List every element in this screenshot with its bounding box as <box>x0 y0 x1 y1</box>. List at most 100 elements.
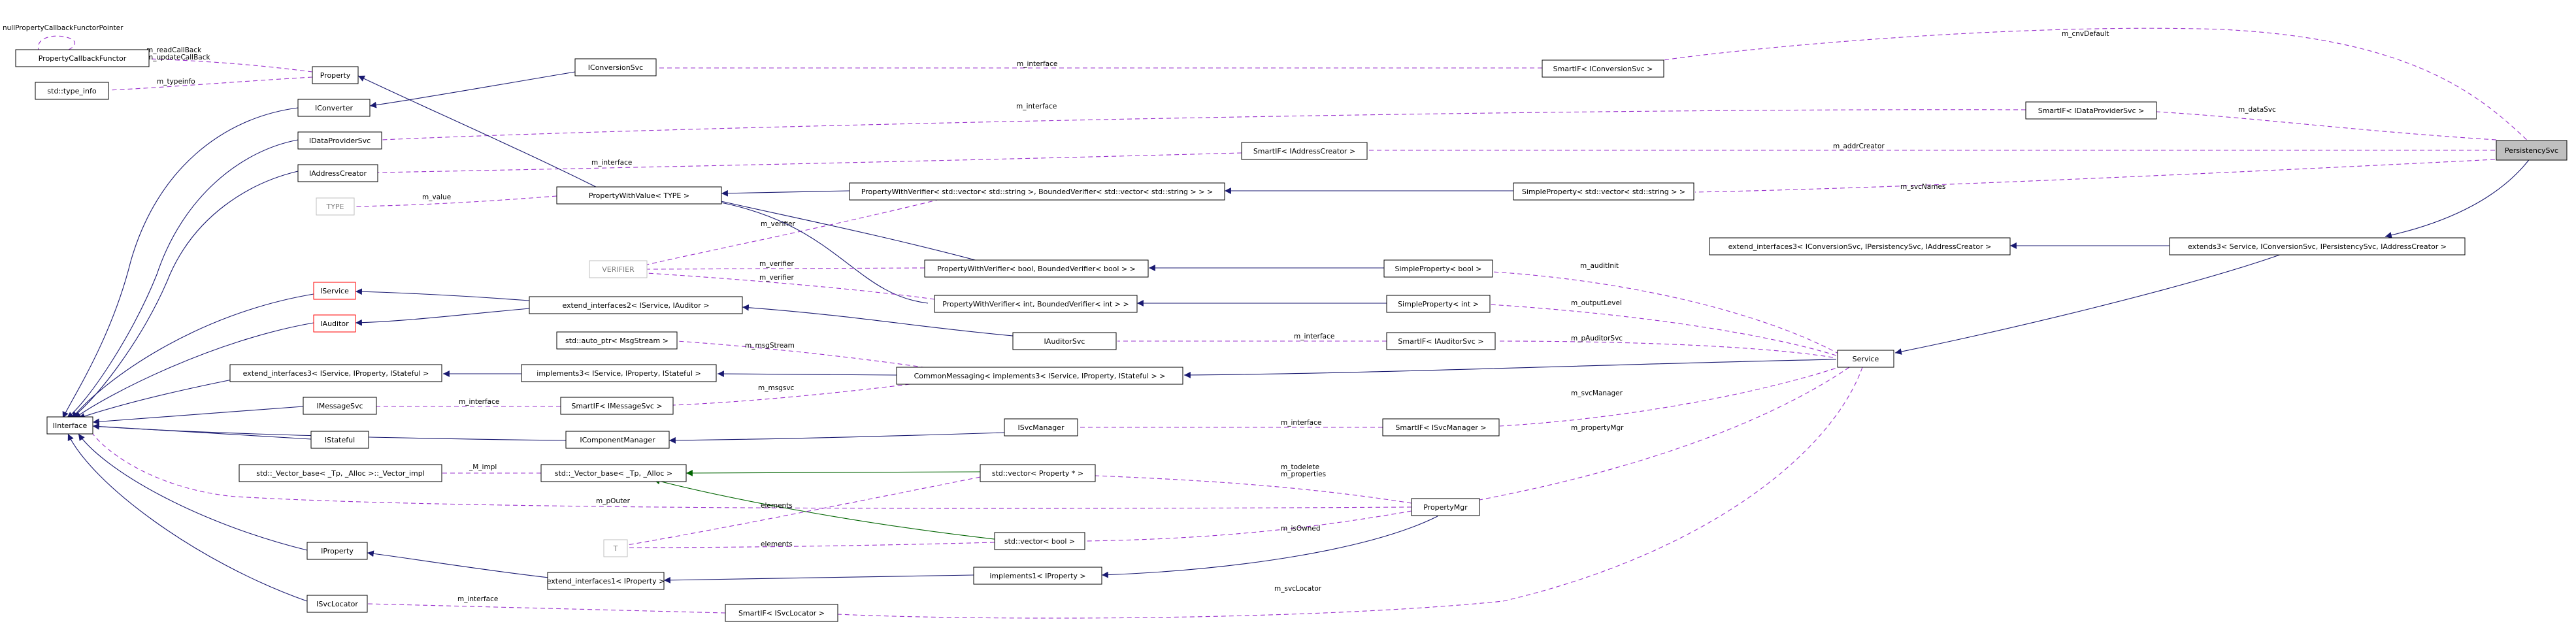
node-iaddresscreator[interactable]: IAddressCreator <box>297 164 378 182</box>
node-propertywithverifier-bool[interactable]: PropertyWithVerifier< bool, BoundedVerif… <box>924 259 1149 278</box>
edge-label-m-interface-addrcreator: m_interface <box>591 159 632 167</box>
node-iproperty[interactable]: IProperty <box>306 542 368 560</box>
node-type[interactable]: TYPE <box>316 197 355 216</box>
node-imessagesvc[interactable]: IMessageSvc <box>303 397 377 415</box>
node-idataprovidersvc[interactable]: IDataProviderSvc <box>297 131 382 150</box>
edge-m-impl: _M_impl <box>442 463 541 474</box>
edge-inherit-pwv-int <box>692 195 929 304</box>
node-property[interactable]: Property <box>312 66 359 84</box>
edge-m-pauditorsvc: m_pAuditorSvc <box>1496 335 1834 358</box>
node-isvcmanager[interactable]: ISvcManager <box>1004 418 1078 437</box>
node-istateful[interactable]: IStateful <box>310 431 369 449</box>
node-std-type-info[interactable]: std::type_info <box>35 82 109 100</box>
edge-inherit-extif1-iproperty <box>367 550 550 578</box>
edge-inherit-propmgr-implements1 <box>1101 516 1438 578</box>
node-vector-bool[interactable]: std::vector< bool > <box>994 532 1085 550</box>
edge-label-m-verifier-3: m_verifier <box>759 274 794 282</box>
node-label: IInterface <box>53 421 88 430</box>
node-label: PersistencySvc <box>2505 146 2558 155</box>
node-label: IConversionSvc <box>588 63 643 72</box>
edge-m-verifier-bool: m_verifier <box>646 260 925 270</box>
node-propertymgr[interactable]: PropertyMgr <box>1411 498 1480 516</box>
edge-inherit-imessagesvc-iinterface <box>92 406 304 425</box>
edge-m-interface-dataprovider: m_interface <box>381 103 2026 140</box>
edge-label-m-svclocator: m_svcLocator <box>1274 585 1322 593</box>
edge-inherit-extif3b-iinterface <box>78 378 236 420</box>
edge-m-value: m_value <box>354 193 557 207</box>
node-verifier[interactable]: VERIFIER <box>589 260 648 278</box>
node-smartif-isvcmanager[interactable]: SmartIF< ISvcManager > <box>1382 418 1500 437</box>
edge-m-interface-auditorsvc: m_interface <box>1117 333 1387 342</box>
node-label: implements1< IProperty > <box>989 572 1085 580</box>
node-smartif-iauditorsvc[interactable]: SmartIF< IAuditorSvc > <box>1386 332 1496 350</box>
node-smartif-isvclocator[interactable]: SmartIF< ISvcLocator > <box>725 604 838 622</box>
edge-label-elements-2: elements <box>761 540 793 548</box>
edge-inherit-persistency-extends3 <box>2385 155 2533 239</box>
node-vector-property[interactable]: std::vector< Property * > <box>980 464 1096 482</box>
node-simpleproperty-int[interactable]: SimpleProperty< int > <box>1386 295 1491 313</box>
node-auto-ptr-msgstream[interactable]: std::auto_ptr< MsgStream > <box>556 331 678 350</box>
edge-label-m-propertymgr: m_propertyMgr <box>1571 424 1624 432</box>
node-propertywithverifier-vecstring[interactable]: PropertyWithVerifier< std::vector< std::… <box>849 182 1225 201</box>
edge-label-m-interface-svclocator: m_interface <box>457 595 498 603</box>
node-extend-interfaces3-b[interactable]: extend_interfaces3< IService, IProperty,… <box>229 364 442 382</box>
node-smartif-idataprovidersvc[interactable]: SmartIF< IDataProviderSvc > <box>2025 101 2157 120</box>
node-iinterface[interactable]: IInterface <box>46 416 93 435</box>
edge-inherit-pwv-bool <box>712 197 981 262</box>
node-implements3[interactable]: implements3< IService, IProperty, IState… <box>521 364 717 382</box>
edge-label-m-interface-svcmanager: m_interface <box>1281 419 1321 427</box>
node-persistencysvc[interactable]: PersistencySvc <box>2496 140 2568 161</box>
node-iservice[interactable]: IService <box>313 282 356 300</box>
node-t[interactable]: T <box>603 539 628 557</box>
node-vector-base-impl[interactable]: std::_Vector_base< _Tp, _Alloc >::_Vecto… <box>239 464 442 482</box>
node-smartif-iconversionsvc[interactable]: SmartIF< IConversionSvc > <box>1542 59 1664 78</box>
edge-label-m-pouter: m_pOuter <box>596 497 631 505</box>
node-iauditor[interactable]: IAuditor <box>313 314 356 333</box>
edge-template-vecprop-vecbase <box>685 470 981 476</box>
node-implements1[interactable]: implements1< IProperty > <box>973 567 1102 585</box>
edge-label-m-msgsvc: m_msgsvc <box>758 384 795 392</box>
node-commonmessaging[interactable]: CommonMessaging< implements3< IService, … <box>896 367 1183 385</box>
node-isvclocator[interactable]: ISvcLocator <box>306 595 368 613</box>
edge-m-pouter: m_pOuter <box>92 433 1412 509</box>
node-label: PropertyCallbackFunctor <box>39 54 127 63</box>
edge-m-interface-svcmanager: m_interface <box>1078 419 1383 428</box>
node-extend-interfaces2[interactable]: extend_interfaces2< IService, IAuditor > <box>529 296 743 314</box>
node-iconversionsvc[interactable]: IConversionSvc <box>574 58 657 76</box>
node-propertywithverifier-int[interactable]: PropertyWithVerifier< int, BoundedVerifi… <box>934 295 1138 313</box>
edge-label-m-svcmanager: m_svcManager <box>1571 389 1623 397</box>
node-label: IConverter <box>315 104 354 112</box>
edge-label-null-callback-pointer: nullPropertyCallbackFunctorPointer <box>3 24 124 32</box>
edge-label-m-msgstream: m_msgStream <box>745 342 795 350</box>
node-propertywithvalue[interactable]: PropertyWithValue< TYPE > <box>556 186 722 205</box>
edge-inherit-idataprovider-iinterface <box>66 139 299 419</box>
node-propertycallbackfunctor[interactable]: PropertyCallbackFunctor <box>15 49 150 67</box>
node-simpleproperty-vecstring[interactable]: SimpleProperty< std::vector< std::string… <box>1513 182 1694 201</box>
node-label: T <box>613 544 618 553</box>
node-icomponentmanager[interactable]: IComponentManager <box>565 431 670 449</box>
node-label: IStateful <box>325 436 355 444</box>
node-extend-interfaces1[interactable]: extend_interfaces1< IProperty > <box>547 572 665 590</box>
edge-m-typeinfo: m_typeinfo <box>108 76 313 91</box>
node-label: SimpleProperty< std::vector< std::string… <box>1522 188 1685 196</box>
node-service[interactable]: Service <box>1837 350 1894 368</box>
node-vector-base[interactable]: std::_Vector_base< _Tp, _Alloc > <box>540 464 687 482</box>
node-extend-interfaces3[interactable]: extend_interfaces3< IConversionSvc, IPer… <box>1709 237 2011 256</box>
node-simpleproperty-bool[interactable]: SimpleProperty< bool > <box>1383 259 1493 278</box>
node-label: ISvcManager <box>1017 423 1064 432</box>
node-label: IComponentManager <box>580 436 655 444</box>
edge-m-svcnames: m_svcNames <box>1694 159 2496 193</box>
edge-label-m-svcnames: m_svcNames <box>1900 183 1945 191</box>
edge-inherit-istateful-iinterface <box>92 423 312 440</box>
node-iauditorsvc[interactable]: IAuditorSvc <box>1012 332 1117 350</box>
edge-inherit-extif2-iservice <box>355 288 530 301</box>
node-extends3[interactable]: extends3< Service, IConversionSvc, IPers… <box>2169 237 2466 256</box>
node-smartif-iaddresscreator[interactable]: SmartIF< IAddressCreator > <box>1241 142 1368 160</box>
node-iconverter[interactable]: IConverter <box>297 99 371 117</box>
edge-label-m-auditinit: m_auditInit <box>1580 262 1619 270</box>
edge-m-outputlevel: m_outputLevel <box>1489 299 1837 356</box>
edge-m-isowned: m_isOwned <box>1084 510 1412 542</box>
node-smartif-imessagesvc[interactable]: SmartIF< IMessageSvc > <box>560 397 674 415</box>
